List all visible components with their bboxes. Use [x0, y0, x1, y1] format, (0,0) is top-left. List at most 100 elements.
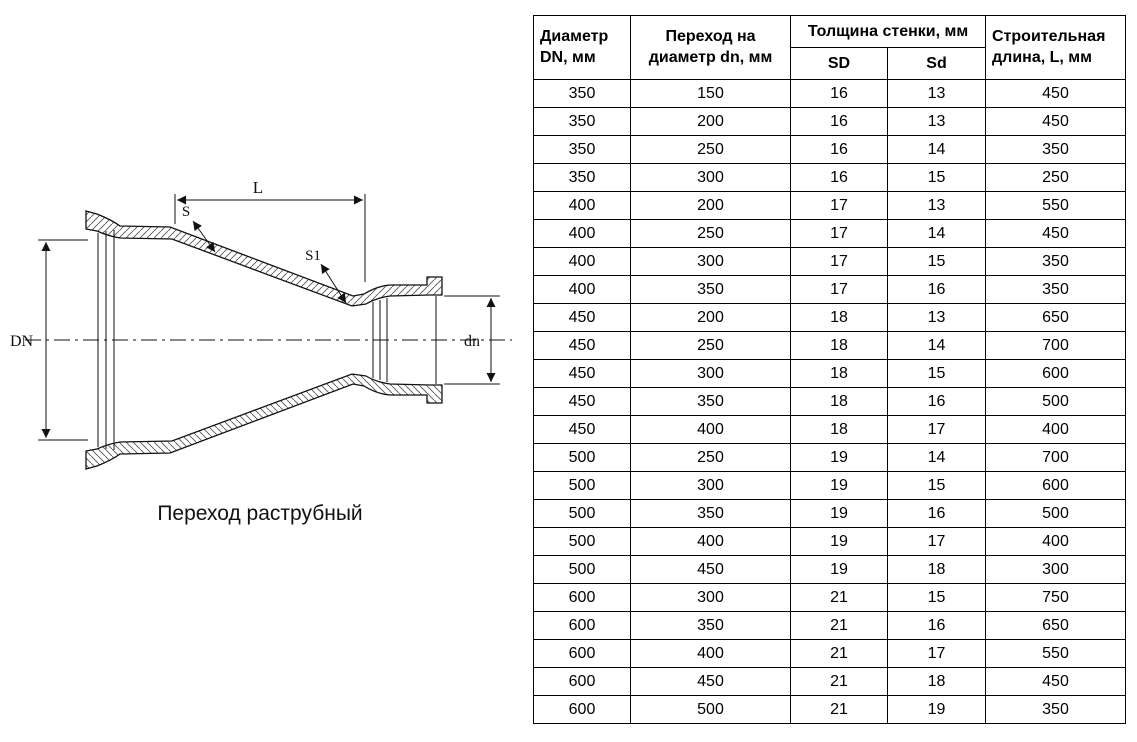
table-cell: 300 — [630, 583, 791, 612]
table-cell: 17 — [790, 219, 888, 248]
table-cell: 21 — [790, 639, 888, 668]
dimension-DN — [38, 239, 88, 441]
large-socket-grooves — [97, 230, 115, 450]
table-cell: 450 — [630, 667, 791, 696]
table-cell: 200 — [630, 191, 791, 220]
table-header: Диаметр DN, мм Переход на диаметр dn, мм… — [533, 15, 1126, 80]
table-cell: 450 — [985, 79, 1126, 108]
table-cell: 19 — [790, 499, 888, 528]
table-cell: 350 — [630, 499, 791, 528]
small-socket-grooves — [372, 296, 437, 384]
table-cell: 300 — [630, 359, 791, 388]
table-cell: 13 — [887, 79, 986, 108]
table-cell: 350 — [533, 79, 631, 108]
table-cell: 17 — [887, 527, 986, 556]
table-cell: 600 — [533, 695, 631, 724]
table-cell: 450 — [630, 555, 791, 584]
table-cell: 450 — [533, 303, 631, 332]
table-cell: 450 — [533, 359, 631, 388]
table-cell: 19 — [790, 443, 888, 472]
table-cell: 500 — [533, 443, 631, 472]
table-cell: 16 — [790, 135, 888, 164]
table-cell: 500 — [985, 387, 1126, 416]
table-cell: 500 — [533, 555, 631, 584]
table-cell: 16 — [790, 163, 888, 192]
table-cell: 150 — [630, 79, 791, 108]
table-cell: 19 — [790, 555, 888, 584]
wall-section-bottom — [85, 373, 443, 470]
dimensions-table: Диаметр DN, мм Переход на диаметр dn, мм… — [533, 15, 1126, 724]
table-cell: 600 — [533, 667, 631, 696]
table-cell: 650 — [985, 611, 1126, 640]
header-diameter-line2: DN, мм — [540, 48, 596, 66]
dimension-label-L: L — [253, 178, 263, 197]
table-cell: 350 — [533, 107, 631, 136]
header-transition-line2: диаметр dn, мм — [648, 48, 773, 66]
header-diameter-line1: Диаметр — [540, 27, 609, 45]
header-sd-outer: SD — [790, 47, 888, 80]
table-cell: 400 — [533, 247, 631, 276]
header-wall-thickness-group: Толщина стенки, мм — [790, 15, 986, 48]
table-cell: 600 — [533, 583, 631, 612]
table-cell: 14 — [887, 331, 986, 360]
table-cell: 600 — [533, 639, 631, 668]
table-cell: 250 — [630, 443, 791, 472]
table-cell: 450 — [533, 415, 631, 444]
table-cell: 13 — [887, 191, 986, 220]
table-cell: 250 — [630, 219, 791, 248]
table-cell: 350 — [630, 275, 791, 304]
table-cell: 400 — [533, 219, 631, 248]
table-cell: 400 — [985, 415, 1126, 444]
table-cell: 19 — [790, 527, 888, 556]
header-transition: Переход на диаметр dn, мм — [630, 15, 791, 80]
table-cell: 700 — [985, 443, 1126, 472]
table-cell: 600 — [985, 359, 1126, 388]
table-cell: 17 — [790, 275, 888, 304]
table-cell: 600 — [985, 471, 1126, 500]
dimension-label-S1: S1 — [305, 248, 321, 264]
table-cell: 21 — [790, 583, 888, 612]
table-cell: 15 — [887, 471, 986, 500]
header-length-line1: Строительная — [992, 27, 1106, 45]
table-cell: 16 — [790, 79, 888, 108]
table-cell: 500 — [533, 527, 631, 556]
dimension-label-DN: DN — [10, 333, 34, 350]
table-cell: 400 — [630, 527, 791, 556]
table-cell: 14 — [887, 219, 986, 248]
table-cell: 400 — [630, 415, 791, 444]
reducer-drawing: L S S1 DN dn — [10, 178, 512, 470]
table-cell: 600 — [533, 611, 631, 640]
table-cell: 250 — [985, 163, 1126, 192]
table-cell: 250 — [630, 135, 791, 164]
table-cell: 19 — [887, 695, 986, 724]
table-cell: 300 — [985, 555, 1126, 584]
table-cell: 18 — [887, 555, 986, 584]
table-cell: 300 — [630, 247, 791, 276]
table-cell: 300 — [630, 471, 791, 500]
table-cell: 450 — [985, 219, 1126, 248]
table-cell: 18 — [790, 303, 888, 332]
table-cell: 350 — [630, 387, 791, 416]
table-cell: 17 — [887, 639, 986, 668]
table-cell: 15 — [887, 247, 986, 276]
table-cell: 500 — [533, 471, 631, 500]
table-cell: 500 — [630, 695, 791, 724]
table-cell: 21 — [790, 695, 888, 724]
drawing-caption: Переход раструбный — [157, 502, 363, 525]
table-cell: 16 — [887, 499, 986, 528]
table-cell: 650 — [985, 303, 1126, 332]
table-cell: 250 — [630, 331, 791, 360]
